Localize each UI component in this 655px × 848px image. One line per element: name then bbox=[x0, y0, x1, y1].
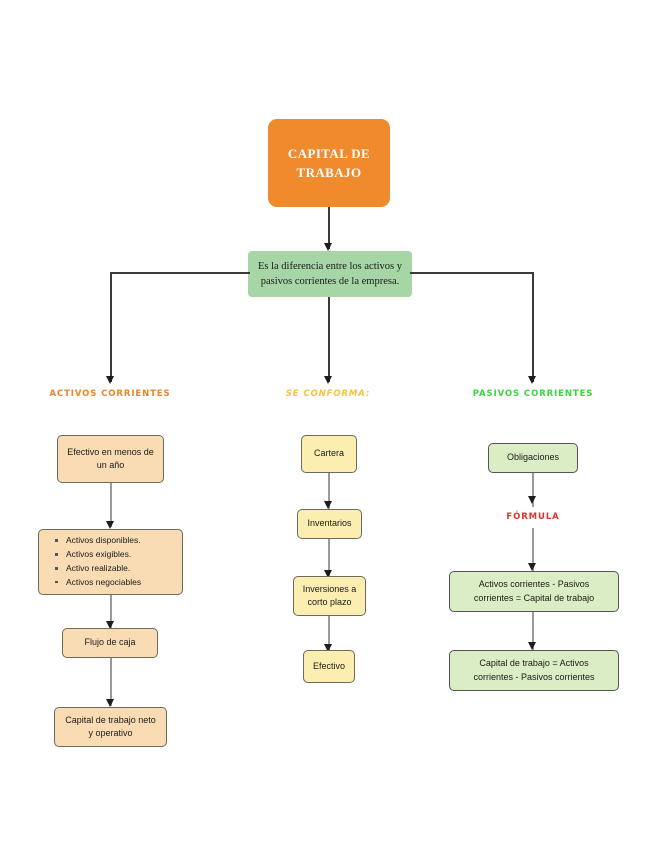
column-header-pasivos-corrientes: PASIVOS CORRIENTES bbox=[472, 389, 594, 399]
arrowhead-branch-right bbox=[528, 376, 536, 384]
node-label: Flujo de caja bbox=[84, 637, 136, 648]
arrowhead-mid-1 bbox=[324, 501, 332, 509]
list-item: Activos negociables bbox=[53, 576, 141, 590]
node-definicion: Es la diferencia entre los activos y pas… bbox=[248, 251, 412, 297]
node-label: Inventarios bbox=[307, 518, 352, 529]
node-obligaciones: Obligaciones bbox=[488, 443, 578, 473]
connector-mid-2 bbox=[328, 539, 330, 579]
node-label: Capital de trabajo = Activos corrientes … bbox=[473, 658, 595, 682]
node-label: Cartera bbox=[313, 448, 344, 459]
connector-left-3 bbox=[110, 658, 112, 706]
arrowhead-title-to-intro bbox=[324, 243, 332, 251]
connector-branch-right-vertical bbox=[532, 272, 534, 382]
node-label: Obligaciones bbox=[506, 452, 560, 463]
node-label: CAPITAL DE TRABAJO bbox=[287, 145, 371, 181]
connector-title-to-intro bbox=[328, 207, 330, 249]
bullet-list: Activos disponibles. Activos exigibles. … bbox=[53, 534, 141, 589]
node-efectivo: Efectivo bbox=[303, 650, 355, 683]
arrowhead-right-3 bbox=[528, 642, 536, 650]
column-header-se-conforma: SE CONFORMA: bbox=[285, 389, 371, 399]
arrowhead-right-1 bbox=[528, 496, 536, 504]
arrowhead-left-3 bbox=[106, 699, 114, 707]
node-formula-capital-trabajo-despejada: Capital de trabajo = Activos corrientes … bbox=[449, 650, 619, 691]
connector-left-1 bbox=[110, 483, 112, 527]
node-label: Efectivo bbox=[312, 660, 345, 671]
arrowhead-left-1 bbox=[106, 521, 114, 529]
connector-branch-right-horizontal bbox=[410, 272, 534, 274]
node-label: Es la diferencia entre los activos y pas… bbox=[257, 260, 403, 287]
node-label: Inversiones a corto plazo bbox=[302, 583, 357, 607]
arrowhead-branch-center bbox=[324, 376, 332, 384]
node-inventarios: Inventarios bbox=[297, 509, 362, 539]
connector-mid-3 bbox=[328, 616, 330, 652]
node-formula-capital-de-trabajo: Activos corrientes - Pasivos corrientes … bbox=[449, 571, 619, 612]
node-capital-de-trabajo: CAPITAL DE TRABAJO bbox=[268, 119, 390, 207]
connector-right-2 bbox=[532, 528, 534, 572]
list-item: Activos disponibles. bbox=[53, 534, 141, 548]
node-cartera: Cartera bbox=[301, 435, 357, 473]
arrowhead-mid-2 bbox=[324, 570, 332, 578]
node-label: Capital de trabajo neto y operativo bbox=[65, 714, 156, 738]
connector-right-3 bbox=[532, 612, 534, 654]
arrowhead-left-2 bbox=[106, 621, 114, 629]
node-label: Activos corrientes - Pasivos corrientes … bbox=[473, 579, 595, 603]
node-flujo-de-caja: Flujo de caja bbox=[62, 628, 158, 658]
list-item: Activos exigibles. bbox=[53, 548, 141, 562]
connector-branch-center-vertical bbox=[328, 297, 330, 382]
column-subheader-formula: FÓRMULA bbox=[506, 512, 560, 522]
node-capital-trabajo-neto-operativo: Capital de trabajo neto y operativo bbox=[54, 707, 167, 747]
connector-branch-left-vertical bbox=[110, 272, 112, 382]
list-item: Activo realizable. bbox=[53, 562, 141, 576]
connector-right-1 bbox=[532, 473, 534, 507]
node-label: Efectivo en menos de un año bbox=[67, 446, 154, 470]
arrowhead-mid-3 bbox=[324, 644, 332, 652]
arrowhead-right-2 bbox=[528, 563, 536, 571]
node-inversiones-corto-plazo: Inversiones a corto plazo bbox=[293, 576, 366, 616]
node-efectivo-menos-de-un-ano: Efectivo en menos de un año bbox=[57, 435, 164, 483]
column-header-activos-corrientes: ACTIVOS CORRIENTES bbox=[49, 389, 171, 399]
arrowhead-branch-left bbox=[106, 376, 114, 384]
connector-left-2 bbox=[110, 595, 112, 635]
connector-branch-left-horizontal bbox=[110, 272, 250, 274]
connector-mid-1 bbox=[328, 473, 330, 509]
node-lista-activos: Activos disponibles. Activos exigibles. … bbox=[38, 529, 183, 595]
